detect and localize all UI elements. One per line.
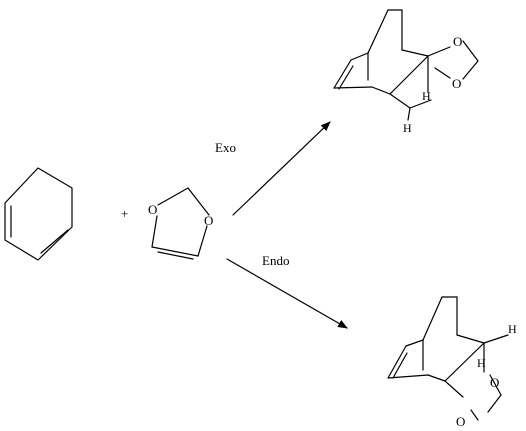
cyclohexene-structure [4,167,73,261]
endo-hydrogen-top: H [508,322,517,336]
exo-oxygen-top: O [453,34,462,49]
exo-hydrogen-bridgehead: H [422,89,431,103]
endo-pathway: Endo [226,253,348,329]
plus-sign: + [121,206,128,221]
dioxole-oxygen-left: O [148,202,157,217]
dioxole-structure: O O [148,187,213,260]
exo-oxygen-bottom: O [452,76,461,91]
dioxole-oxygen-right: O [204,213,213,228]
endo-oxygen-upper: O [490,375,499,390]
endo-hydrogen-bridgehead: H [477,356,486,370]
exo-label: Exo [215,140,236,155]
exo-pathway: Exo [215,121,331,216]
endo-label: Endo [262,253,289,268]
exo-product-structure: O O H H [333,9,479,135]
exo-hydrogen-lower: H [403,121,412,135]
endo-oxygen-lower: O [456,414,465,429]
endo-product-structure: O O H H [387,296,517,429]
